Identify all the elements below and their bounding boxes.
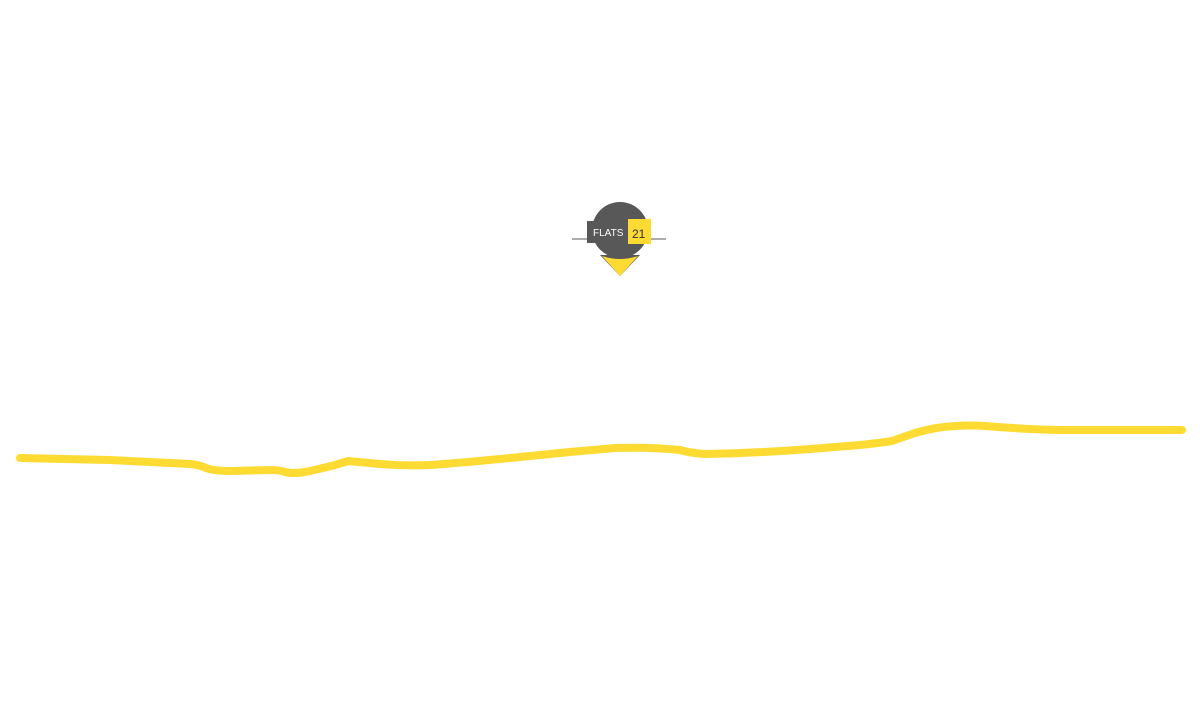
marker-label-number: 21 bbox=[632, 227, 646, 241]
route-line bbox=[16, 421, 1186, 477]
marker-label-band bbox=[587, 221, 629, 243]
map-pin-icon: FLATS 21 bbox=[572, 202, 666, 276]
marker-label-flats: FLATS bbox=[593, 228, 624, 239]
marker-number-box bbox=[628, 219, 651, 244]
location-marker[interactable]: FLATS 21 bbox=[572, 200, 668, 280]
pin-accent bbox=[602, 256, 638, 276]
